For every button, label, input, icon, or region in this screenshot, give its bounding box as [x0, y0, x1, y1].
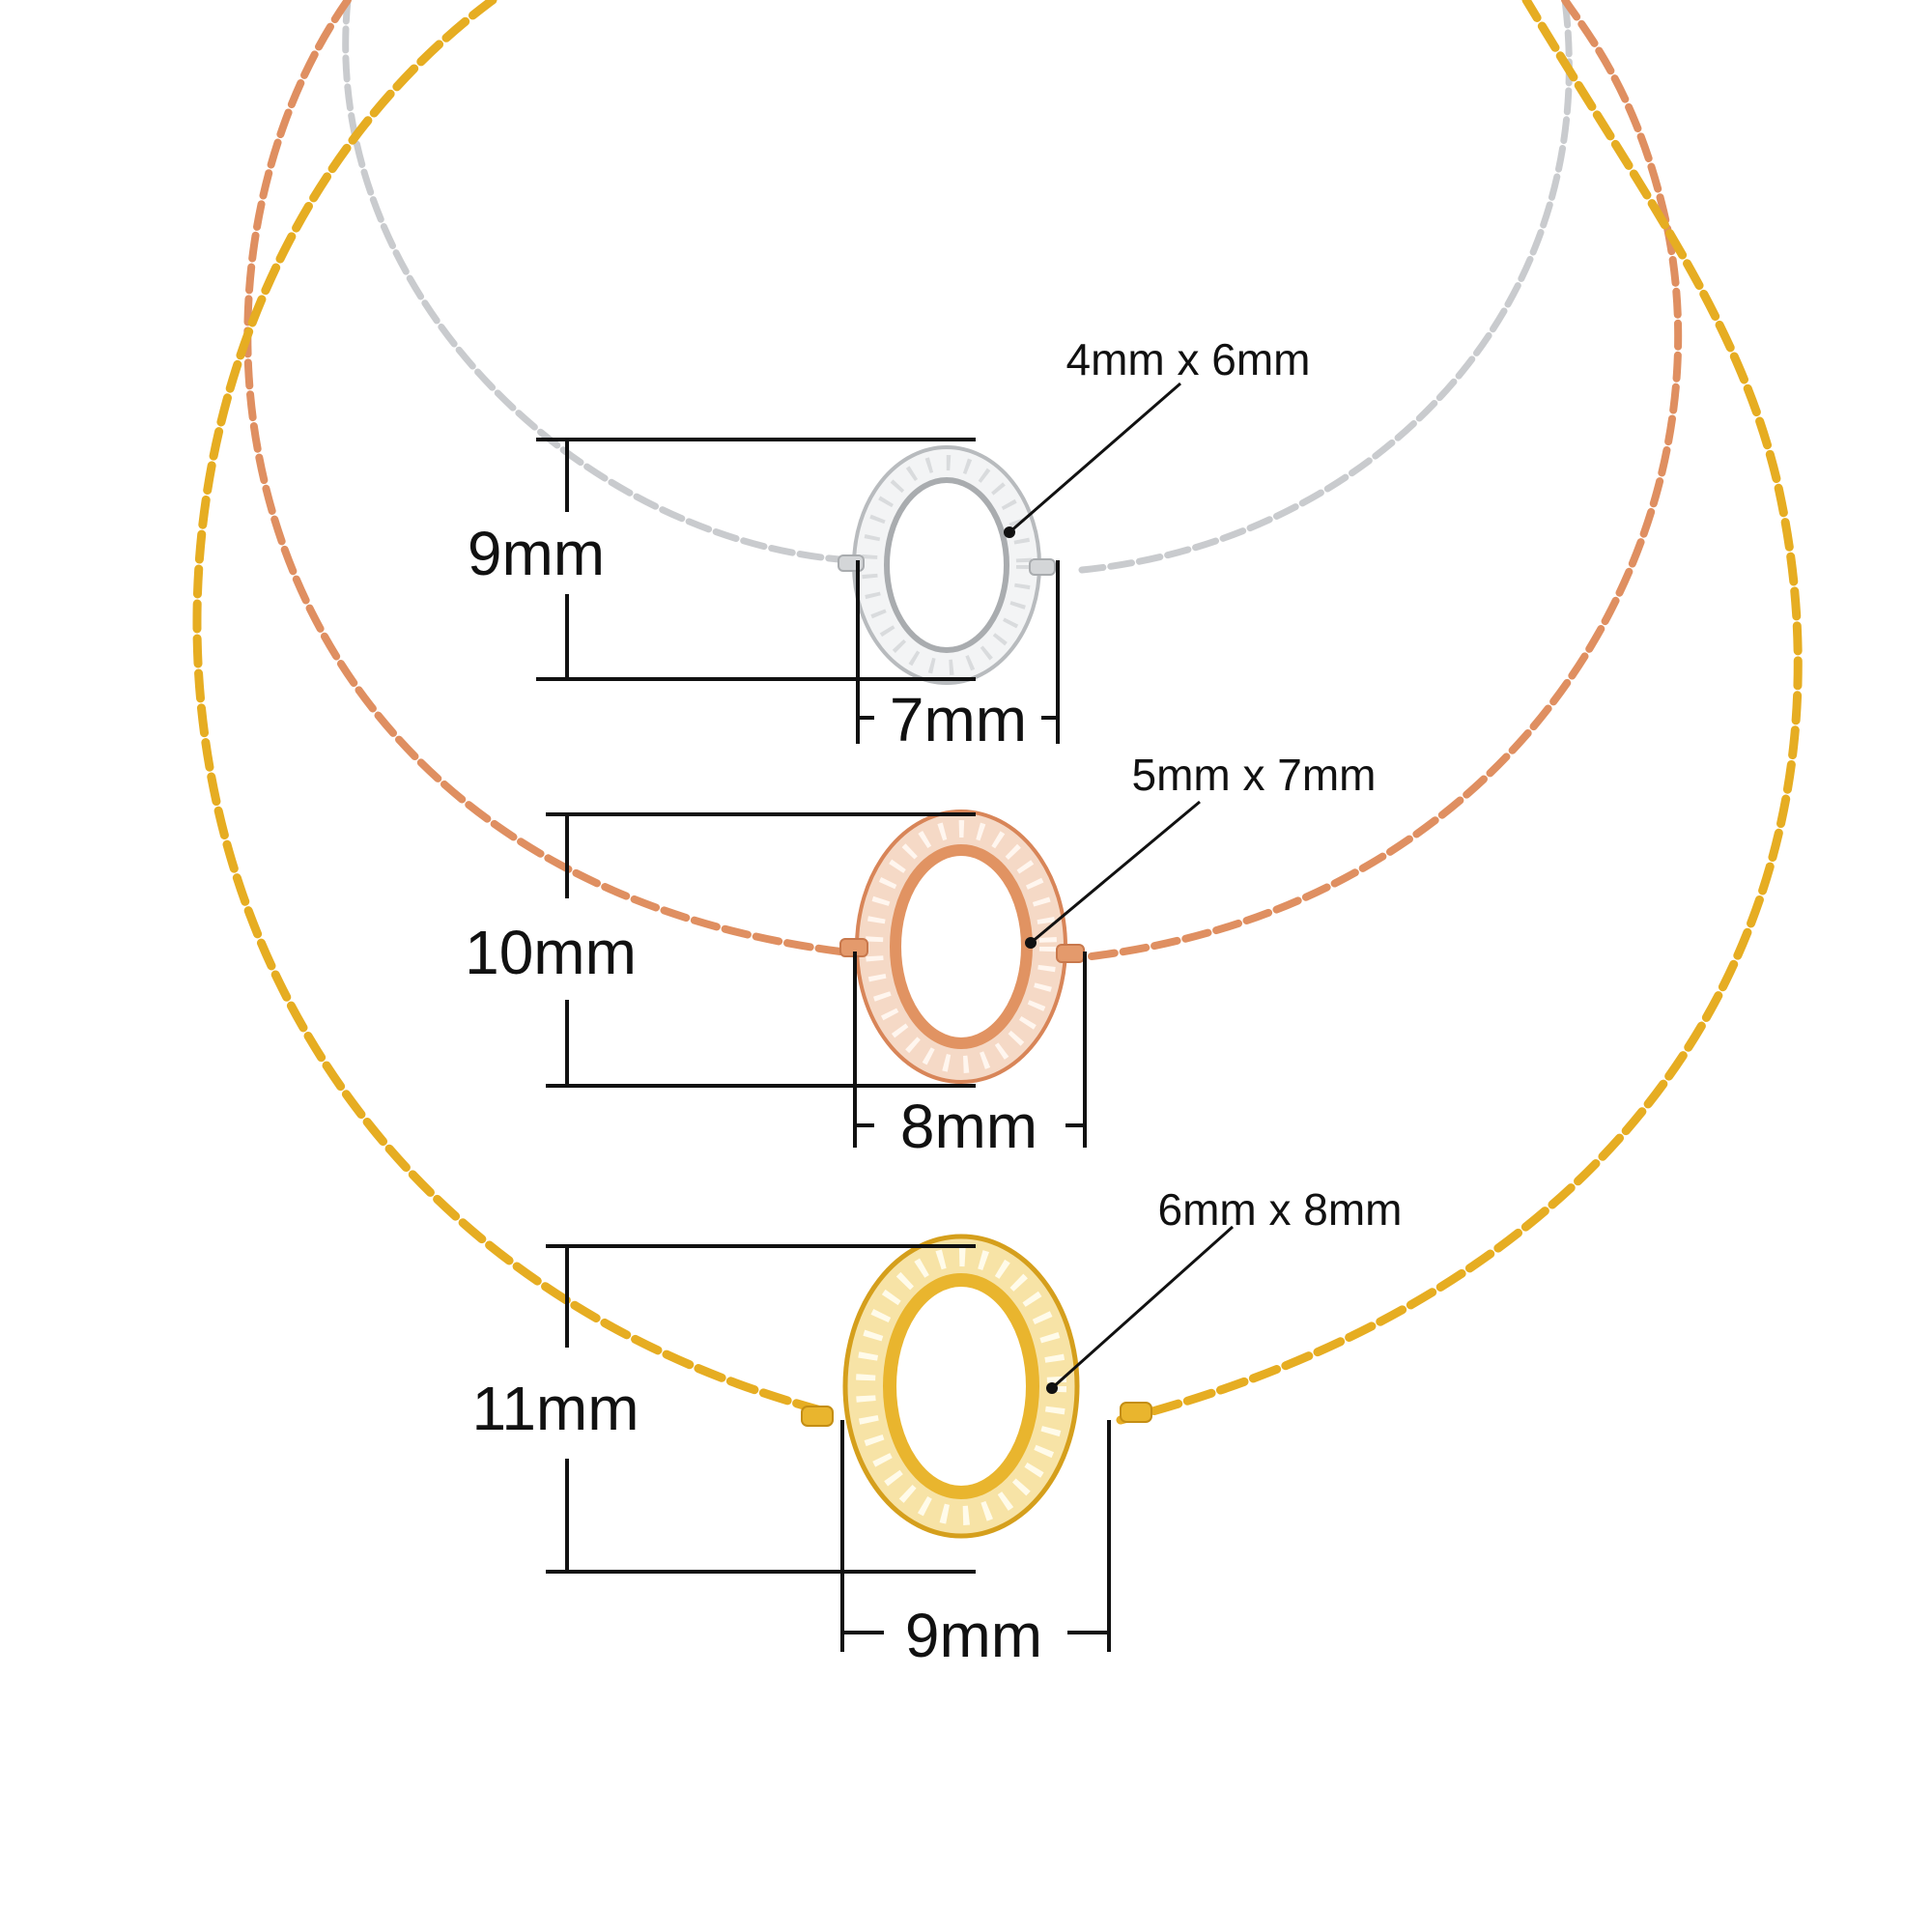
rose-chain: [243, 0, 1683, 960]
silver-chain: [342, 0, 1573, 574]
chains: [192, 0, 1803, 1425]
gold-width-label: 9mm: [905, 1601, 1042, 1670]
rose-width-label: 8mm: [900, 1092, 1037, 1161]
gold-height-label: 11mm: [471, 1374, 639, 1443]
dimensions-gold: 11mm 9mm 6mm x 8mm: [471, 1184, 1402, 1670]
pendant-rose-gold: [839, 810, 1085, 1084]
pendant-gold: [801, 1234, 1152, 1539]
silver-opening-label: 4mm x 6mm: [1066, 334, 1311, 384]
pendant-silver: [838, 445, 1056, 685]
rose-opening-label: 5mm x 7mm: [1132, 750, 1377, 800]
silver-height-label: 9mm: [468, 519, 605, 588]
silver-width-label: 7mm: [890, 685, 1027, 754]
rose-height-label: 10mm: [465, 918, 637, 987]
gold-opening-label: 6mm x 8mm: [1158, 1184, 1403, 1235]
dimensions-rose-gold: 10mm 8mm 5mm x 7mm: [465, 750, 1376, 1161]
dimensions-silver: 9mm 7mm 4mm x 6mm: [468, 334, 1311, 754]
gold-chain: [192, 0, 1803, 1425]
